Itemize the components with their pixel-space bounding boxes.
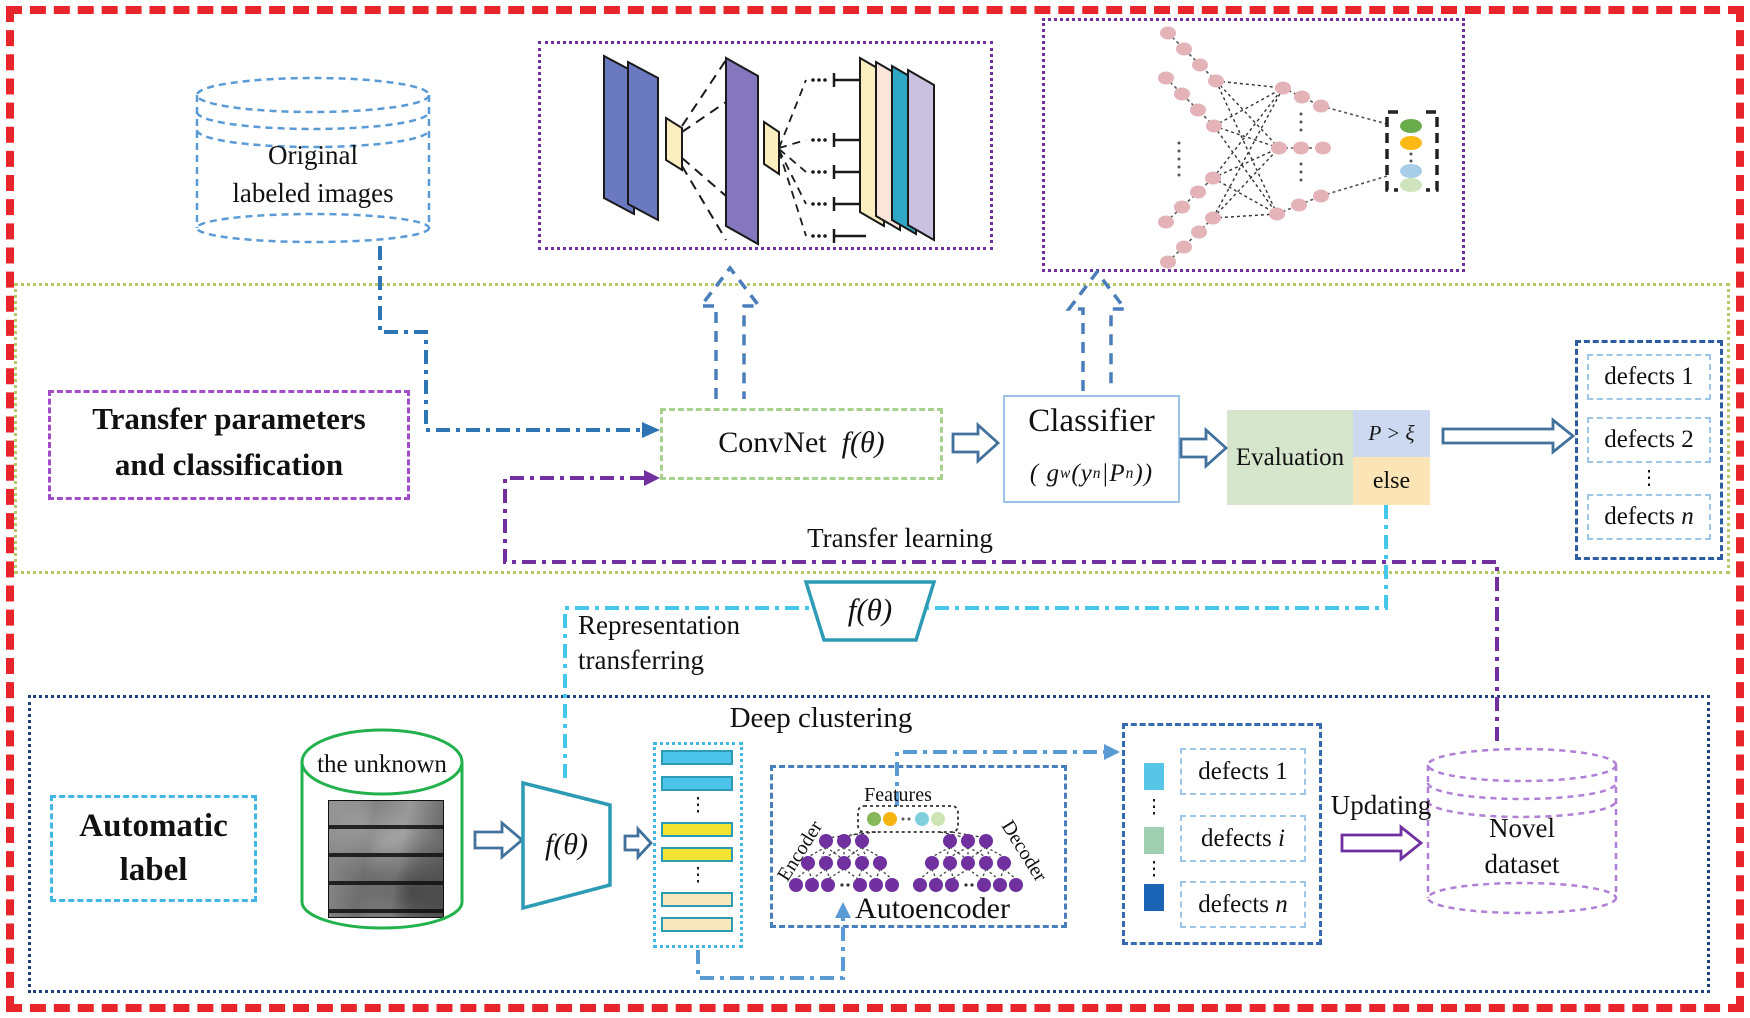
novel-dataset-label-line2: dataset: [1484, 849, 1560, 880]
swatch-ellipsis-2: ⋮: [1144, 859, 1164, 881]
defects-list-bottom-box: [1122, 723, 1322, 945]
transfer-parameters-label-line2: and classification: [114, 446, 344, 482]
novel-dataset-label-line1: Novel: [1489, 813, 1555, 844]
cnn-schematic: [603, 54, 935, 246]
arrow-updating: [1340, 824, 1424, 862]
feature-bar-cyan: [661, 776, 733, 791]
cnn-panel-border: [538, 41, 993, 250]
class-swatch-blue: [1144, 884, 1164, 911]
feature-bar-yellow: [661, 847, 733, 862]
connector-bars-to-autoencoder: [696, 902, 851, 980]
block-arrows: [473, 417, 1576, 862]
autoencoder-box: [770, 765, 1067, 928]
autoencoder-schematic: [789, 805, 1023, 892]
figure-outer-border: [6, 6, 1744, 1012]
evaluation-box: [1227, 410, 1353, 505]
arrow-classifier-to-evaluation: [1179, 426, 1229, 470]
feature-bar-beige: [661, 917, 733, 932]
automatic-label-line2: label: [119, 852, 188, 889]
fully-connected-nn-schematic: [1158, 26, 1439, 269]
classifier-title: Classifier: [1028, 403, 1155, 440]
defect-item-box: [1587, 354, 1711, 400]
connector-features-to-defects: [895, 744, 1120, 806]
classifier-box: [1003, 395, 1180, 503]
feature-bar-yellow: [661, 822, 733, 837]
novel-dataset-cylinder: [1426, 747, 1618, 915]
ftheta-trapezoid-top: [803, 580, 937, 642]
original-images-cylinder: [195, 76, 431, 244]
feature-bar-beige: [661, 892, 733, 907]
arrow-unknown-to-ftheta: [473, 819, 525, 861]
condition-else: [1353, 457, 1430, 505]
connector-labeled-to-convnet: [378, 246, 660, 438]
defect-top-n: defects n: [1604, 503, 1694, 531]
defect-top-2: defects 2: [1604, 426, 1694, 454]
class-swatch-cyan: [1144, 763, 1164, 790]
defect-item-box: [1587, 417, 1711, 463]
nn-output-bracket: [1385, 110, 1439, 192]
arrow-evaluation-to-defects: [1441, 417, 1576, 455]
defect-item-box: [1180, 815, 1306, 862]
unknown-images-cylinder: [300, 728, 464, 930]
original-images-label-line2: labeled images: [232, 178, 394, 209]
representation-label-line1: Representation: [578, 610, 740, 641]
defects-top-ellipsis: ⋮: [1639, 466, 1659, 489]
feature-bars-box: [653, 742, 743, 948]
connector-representation-transferring: [563, 505, 1388, 780]
evaluation-label: Evaluation: [1235, 443, 1345, 471]
condition-else-label: else: [1372, 468, 1411, 494]
bars-ellipsis-1: ⋮: [688, 795, 708, 817]
features-label: Features: [864, 783, 932, 806]
updating-label: Updating: [1330, 790, 1432, 821]
defect-bot-n: defects n: [1198, 890, 1288, 918]
arrow-ftheta-to-bars: [623, 825, 653, 861]
train-arrow-classifier-to-nn: [1065, 269, 1129, 391]
arrow-convnet-to-classifier: [951, 421, 1001, 465]
swatch-ellipsis-1: ⋮: [1144, 797, 1164, 819]
class-swatch-green: [1144, 827, 1164, 854]
original-images-label-line1: Original: [268, 140, 358, 171]
convnet-box: [660, 408, 943, 480]
defect-item-box: [1180, 748, 1306, 795]
autoencoder-title: Autoencoder: [855, 892, 1010, 926]
automatic-label-box: [50, 795, 257, 902]
train-arrow-convnet-to-cnn: [697, 265, 763, 399]
defects-list-top-box: [1575, 340, 1723, 560]
condition-p-gt-xi: [1353, 410, 1430, 457]
ftheta-top-label: f(θ): [847, 591, 893, 627]
defect-item-box: [1587, 494, 1711, 540]
ftheta-bottom-label: f(θ): [544, 828, 589, 862]
transfer-learning-label: Transfer learning: [807, 523, 993, 554]
defect-bot-i: defects i: [1201, 824, 1285, 852]
ftheta-trapezoid-bottom: [521, 780, 612, 911]
solar-cell-defect-image: [328, 800, 444, 918]
convnet-label: ConvNet f(θ): [718, 426, 885, 460]
automatic-label-section-border: [28, 695, 1710, 993]
defect-bot-1: defects 1: [1198, 757, 1288, 785]
automatic-label-line1: Automatic: [79, 808, 228, 845]
unknown-db-label: the unknown: [317, 751, 447, 779]
feature-bar-cyan: [661, 750, 733, 765]
representation-label-line2: transferring: [578, 645, 704, 676]
defect-top-1: defects 1: [1604, 363, 1694, 391]
bars-ellipsis-2: ⋮: [688, 865, 708, 887]
transfer-parameters-label-box: [48, 390, 410, 500]
transfer-parameters-label-line1: Transfer parameters: [92, 400, 366, 436]
defect-item-box: [1180, 881, 1306, 928]
deep-clustering-label: Deep clustering: [729, 701, 913, 734]
condition-p-gt-xi-label: P > ξ: [1368, 421, 1415, 446]
nn-panel-border: [1042, 18, 1465, 272]
transfer-section-border: [14, 283, 1730, 574]
connector-transfer-learning: [503, 470, 1499, 744]
